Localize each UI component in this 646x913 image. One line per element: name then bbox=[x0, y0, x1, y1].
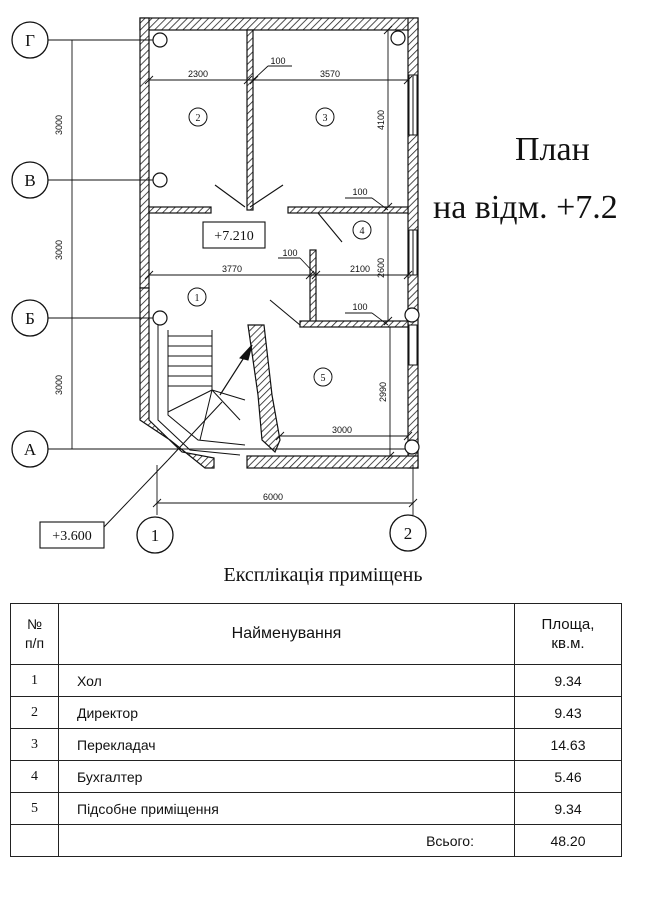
wall-bottom bbox=[246, 455, 419, 469]
axis-bubble-2 bbox=[389, 514, 427, 552]
row-area: 9.34 bbox=[514, 664, 622, 697]
partition-2-3 bbox=[246, 29, 254, 211]
elevation-mark-stair: +3.600 bbox=[39, 401, 223, 549]
room-number-3: 3 bbox=[323, 113, 328, 124]
table-row: 4 Бухгалтер 5.46 bbox=[10, 760, 622, 793]
wall-left-lower bbox=[139, 287, 215, 469]
room-markers bbox=[187, 107, 372, 387]
header-area-line2: кв.м. bbox=[551, 635, 585, 652]
dim-3570: 3570 bbox=[320, 69, 340, 79]
axis-label-1: 1 bbox=[151, 526, 160, 545]
axis-bubble-G bbox=[11, 21, 49, 59]
room-number-4: 4 bbox=[360, 226, 365, 237]
table-total-row: Всього: 48.20 bbox=[10, 824, 622, 857]
row-name: Директор bbox=[58, 696, 515, 729]
partition-h-left bbox=[148, 206, 212, 214]
stair bbox=[157, 325, 253, 456]
plan-title-line2: на відм. +7.2 bbox=[433, 189, 618, 226]
dim-3000: 3000 bbox=[332, 425, 352, 435]
room-number-1: 1 bbox=[195, 293, 200, 304]
header-number: № п/п bbox=[10, 603, 59, 665]
axis-label-2: 2 bbox=[404, 524, 413, 543]
axis-label-A: А bbox=[24, 440, 37, 459]
partition-v-mid bbox=[309, 249, 317, 326]
floor-plan-drawing: Г В Б А 1 2 2 3 4 1 5 3000 3000 3000 230… bbox=[11, 17, 427, 554]
explication-title: Експлікація приміщень bbox=[223, 564, 423, 586]
header-number-line1: № bbox=[26, 616, 43, 632]
total-number-cell bbox=[10, 824, 59, 857]
explication-table: № п/п Найменування Площа, кв.м. 1 Хол 9.… bbox=[10, 603, 622, 857]
window-right-bottom bbox=[408, 324, 418, 366]
dim-100-b: 100 bbox=[352, 187, 367, 197]
axis-label-B: Б bbox=[25, 309, 35, 328]
elevation-mark-main: +7.210 bbox=[202, 221, 266, 249]
dim-6000: 6000 bbox=[263, 492, 283, 502]
table-row: 5 Підсобне приміщення 9.34 bbox=[10, 792, 622, 825]
total-label: Всього: bbox=[58, 824, 515, 857]
partition-h-right bbox=[287, 206, 409, 214]
row-number: 5 bbox=[10, 792, 59, 825]
axis-label-V: В bbox=[24, 171, 35, 190]
elevation-main-label: +7.210 bbox=[214, 229, 253, 244]
windows bbox=[408, 74, 418, 366]
dimension-lines bbox=[144, 25, 413, 461]
row-number: 2 bbox=[10, 696, 59, 729]
grid-lines bbox=[48, 39, 418, 515]
dim-2600: 2600 bbox=[376, 258, 386, 278]
table-header-row: № п/п Найменування Площа, кв.м. bbox=[10, 603, 622, 665]
header-area-line1: Площа, bbox=[541, 616, 595, 633]
axis-bubble-A bbox=[11, 430, 49, 468]
table-row: 3 Перекладач 14.63 bbox=[10, 728, 622, 761]
header-number-line2: п/п bbox=[24, 635, 45, 651]
axis-bubble-V bbox=[11, 161, 49, 199]
row-area: 14.63 bbox=[514, 728, 622, 761]
row-name: Хол bbox=[58, 664, 515, 697]
row-area: 9.43 bbox=[514, 696, 622, 729]
table-row: 1 Хол 9.34 bbox=[10, 664, 622, 697]
row-area: 5.46 bbox=[514, 760, 622, 793]
dim-3770: 3770 bbox=[222, 264, 242, 274]
dim-4100: 4100 bbox=[376, 110, 386, 130]
row-name: Перекладач bbox=[58, 728, 515, 761]
room-number-2: 2 bbox=[196, 113, 201, 124]
wall-top bbox=[139, 17, 419, 31]
dim-2990: 2990 bbox=[378, 382, 388, 402]
row-number: 1 bbox=[10, 664, 59, 697]
row-name: Підсобне приміщення bbox=[58, 792, 515, 825]
header-area: Площа, кв.м. bbox=[514, 603, 622, 665]
interior-walls bbox=[148, 29, 409, 454]
column-markers bbox=[152, 30, 420, 455]
dim-100-a: 100 bbox=[270, 56, 285, 66]
door-swings bbox=[214, 184, 343, 326]
dim-left-top: 3000 bbox=[54, 115, 64, 135]
room-number-5: 5 bbox=[321, 373, 326, 384]
header-name: Найменування bbox=[58, 603, 515, 665]
dim-100-c: 100 bbox=[282, 248, 297, 258]
elevation-stair-label: +3.600 bbox=[52, 529, 91, 544]
row-area: 9.34 bbox=[514, 792, 622, 825]
row-number: 3 bbox=[10, 728, 59, 761]
row-number: 4 bbox=[10, 760, 59, 793]
wall-left-upper bbox=[139, 17, 150, 289]
exterior-walls bbox=[139, 17, 419, 469]
dim-left-bot: 3000 bbox=[54, 375, 64, 395]
stair-wall bbox=[247, 324, 281, 454]
dim-left-mid: 3000 bbox=[54, 240, 64, 260]
axis-bubbles bbox=[11, 21, 427, 554]
axis-bubble-1 bbox=[136, 516, 174, 554]
dim-2300: 2300 bbox=[188, 69, 208, 79]
partition-h-room5 bbox=[299, 320, 409, 328]
plan-title-line1: План bbox=[515, 131, 590, 168]
table-row: 2 Директор 9.43 bbox=[10, 696, 622, 729]
dim-100-d: 100 bbox=[352, 302, 367, 312]
total-area: 48.20 bbox=[514, 824, 622, 857]
axis-bubble-B bbox=[11, 299, 49, 337]
row-name: Бухгалтер bbox=[58, 760, 515, 793]
axis-label-G: Г bbox=[25, 31, 35, 50]
dim-2100: 2100 bbox=[350, 264, 370, 274]
